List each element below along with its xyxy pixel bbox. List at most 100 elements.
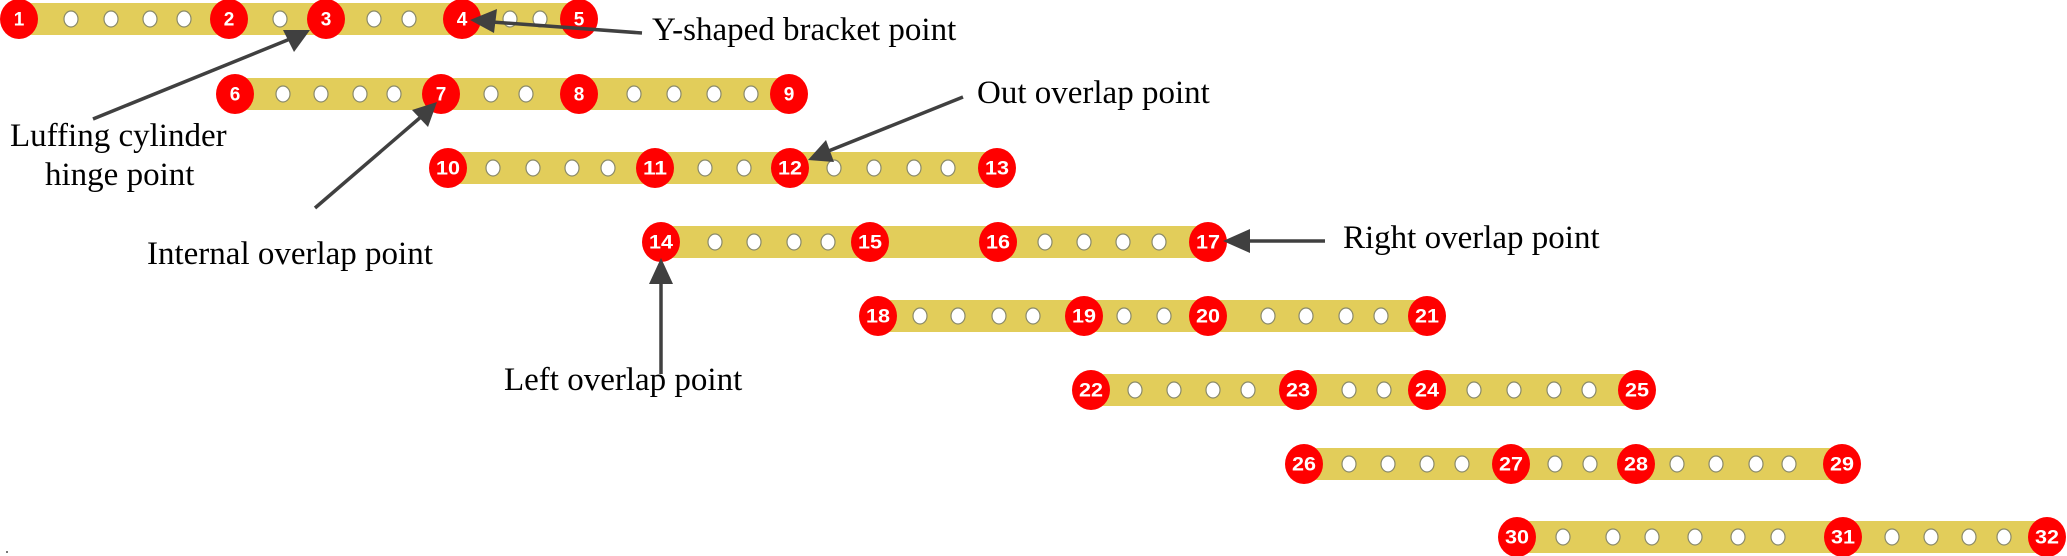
boom-section-bar [1091,374,1637,406]
pin-hole [1341,381,1357,399]
pin-hole [313,85,329,103]
pin-hole [142,10,158,28]
node-4: 4 [443,0,481,39]
node-32: 32 [2028,517,2066,556]
node-26: 26 [1285,444,1323,484]
pin-hole [1961,528,1977,546]
pin-hole [564,159,580,177]
node-27: 27 [1492,444,1530,484]
node-number: 21 [1415,307,1439,328]
node-24: 24 [1408,370,1446,410]
node-8: 8 [560,74,598,114]
annotation-label: Internal overlap point [147,236,433,272]
arrowhead-icon [412,102,437,127]
arrowhead-icon [470,9,497,33]
node-number: 10 [436,159,460,180]
annotation-out-overlap: Out overlap point [808,75,1210,162]
node-marker [1408,370,1446,410]
node-number: 8 [574,85,585,106]
pin-hole [1708,455,1724,473]
pin-hole [940,159,956,177]
pin-hole [991,307,1007,325]
pin-hole [1076,233,1092,251]
annotation-label: Left overlap point [504,362,742,398]
pin-hole [1884,528,1900,546]
node-marker [979,222,1017,262]
node-number: 13 [985,159,1009,180]
pin-hole [626,85,642,103]
pin-hole [1376,381,1392,399]
node-30: 30 [1498,517,1536,556]
pin-hole [1582,455,1598,473]
node-number: 22 [1079,381,1103,402]
pin-hole [1205,381,1221,399]
node-marker [2028,517,2066,556]
pin-hole [485,159,501,177]
node-marker [443,0,481,39]
node-marker [1072,370,1110,410]
node-number: 23 [1286,381,1310,402]
node-16: 16 [979,222,1017,262]
node-28: 28 [1617,444,1655,484]
pin-hole [1770,528,1786,546]
pin-hole [666,85,682,103]
node-marker [1065,296,1103,336]
node-marker [1408,296,1446,336]
pin-hole [746,233,762,251]
node-19: 19 [1065,296,1103,336]
node-number: 17 [1196,233,1220,254]
annotation-label: Out overlap point [977,75,1210,111]
node-29: 29 [1823,444,1861,484]
node-marker [770,74,808,114]
pin-hole [275,85,291,103]
pin-hole [820,233,836,251]
node-number: 15 [858,233,882,254]
annotation-left-overlap: Left overlap point [504,258,742,398]
node-13: 13 [978,148,1016,188]
pin-hole [707,233,723,251]
pin-hole [736,159,752,177]
node-marker [859,296,897,336]
pin-hole [1605,528,1621,546]
annotation-luffing-cylinder: Luffing cylinder hinge point [10,30,310,193]
node-marker [0,0,38,39]
pin-hole [272,10,288,28]
pin-hole [866,159,882,177]
node-10: 10 [429,148,467,188]
annotations: Y-shaped bracket point Luffing cylinder … [10,9,1600,398]
node-marker [1285,444,1323,484]
node-marker [1189,296,1227,336]
node-marker [1279,370,1317,410]
node-marker [1617,444,1655,484]
pin-hole [1037,233,1053,251]
node-12: 12 [771,148,809,188]
pin-hole [1669,455,1685,473]
pin-hole [1923,528,1939,546]
node-9: 9 [770,74,808,114]
pin-hole [826,159,842,177]
stray-dot [6,551,8,553]
node-marker [1492,444,1530,484]
node-marker [307,0,345,39]
node-marker [560,74,598,114]
pin-hole [1260,307,1276,325]
pin-hole [1298,307,1314,325]
node-number: 5 [574,10,585,31]
pin-hole [1240,381,1256,399]
node-marker [851,222,889,262]
pin-hole [1025,307,1041,325]
pin-hole [1454,455,1470,473]
annotation-label-line-1: Luffing cylinder [10,118,227,154]
pin-hole [906,159,922,177]
node-6: 6 [216,74,254,114]
arrowhead-icon [649,258,673,284]
pin-hole [176,10,192,28]
node-number: 32 [2035,528,2059,549]
node-number: 4 [457,10,468,31]
